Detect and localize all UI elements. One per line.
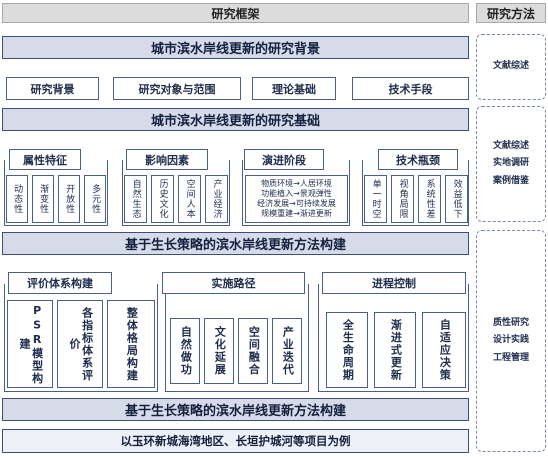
bg-item-3: 理论基础 bbox=[252, 77, 336, 100]
process-child-2-label: 渐进式更新 bbox=[389, 318, 403, 382]
research-background-title: 城市滨水岸线更新的研究背景 bbox=[150, 42, 320, 57]
path-child-3-label: 空间融合 bbox=[247, 326, 261, 376]
research-background-band: 城市滨水岸线更新的研究背景 bbox=[2, 36, 469, 59]
method-2-line-2: 实地调研 bbox=[492, 158, 529, 169]
bottleneck-child-4-label: 效益低下 bbox=[451, 179, 462, 219]
process-child-1-label: 全生命周期 bbox=[341, 318, 355, 382]
method-construction-title-2: 基于生长策略的滨水岸线更新方法构建 bbox=[124, 404, 346, 419]
method-construction-band: 基于生长策略的滨水岸线更新方法构建 bbox=[2, 232, 469, 255]
process-child-2: 渐进式更新 bbox=[374, 312, 416, 388]
attr-child-3-label: 开放性 bbox=[64, 184, 75, 214]
attr-child-1: 动态性 bbox=[6, 175, 28, 223]
method-1-line-1: 文献综述 bbox=[492, 61, 529, 72]
method-2-line-3: 案例借鉴 bbox=[492, 175, 529, 186]
factor-child-2: 历史文化 bbox=[151, 175, 174, 223]
stage-group-label-text: 演进阶段 bbox=[262, 153, 306, 167]
path-child-4-label: 产业迭代 bbox=[281, 326, 295, 376]
bottleneck-child-3-label: 系统性差 bbox=[424, 179, 435, 219]
case-study-band: 以玉环新城海湾地区、长垣护城河等项目为例 bbox=[2, 429, 469, 453]
attr-group-label: 属性特征 bbox=[9, 149, 81, 170]
attr-group-label-text: 属性特征 bbox=[23, 153, 67, 167]
bg-item-3-label: 理论基础 bbox=[272, 82, 316, 96]
attr-child-1-label: 动态性 bbox=[12, 184, 23, 214]
attr-child-2-label: 渐变性 bbox=[38, 184, 49, 214]
stage-group-label: 演进阶段 bbox=[244, 149, 324, 170]
path-group-label: 实施路径 bbox=[162, 272, 305, 294]
attr-child-4: 多元性 bbox=[84, 175, 106, 223]
framework-header: 研究框架 bbox=[2, 3, 469, 23]
bg-item-2-label: 研究对象与范围 bbox=[138, 82, 216, 96]
path-child-2-label: 文化延展 bbox=[213, 326, 227, 376]
factor-group-label-text: 影响因素 bbox=[145, 153, 189, 167]
case-study-title: 以玉环新城海湾地区、长垣护城河等项目为例 bbox=[120, 434, 351, 448]
factor-child-1-label: 自然生态 bbox=[130, 179, 141, 219]
attr-child-3: 开放性 bbox=[58, 175, 80, 223]
process-child-1: 全生命周期 bbox=[326, 312, 368, 388]
bottleneck-child-1: 单一时空 bbox=[364, 175, 387, 223]
attr-child-2: 渐变性 bbox=[32, 175, 54, 223]
bottleneck-group-label-text: 技术瓶颈 bbox=[396, 153, 440, 167]
bg-item-1: 研究背景 bbox=[6, 77, 99, 100]
method-header: 研究方法 bbox=[476, 3, 546, 23]
eval-child-1: PSR模型构建 bbox=[7, 300, 53, 388]
path-child-1: 自然做功 bbox=[170, 318, 200, 384]
stage-item-1: 物质环境→人居环境 bbox=[261, 179, 332, 188]
path-child-3: 空间融合 bbox=[238, 318, 268, 384]
bg-item-2: 研究对象与范围 bbox=[113, 77, 241, 100]
method-3-line-3: 工程管理 bbox=[492, 352, 529, 363]
method-3-line-1: 质性研究 bbox=[492, 318, 529, 329]
eval-child-2: 各指标体系评价 bbox=[57, 300, 103, 388]
eval-group-label: 评价体系构建 bbox=[8, 272, 112, 294]
factor-child-2-label: 历史文化 bbox=[157, 179, 168, 219]
path-group-label-text: 实施路径 bbox=[211, 277, 256, 290]
bottleneck-child-2-label: 视角局限 bbox=[397, 179, 408, 219]
factor-child-1: 自然生态 bbox=[124, 175, 147, 223]
method-3-line-2: 设计实践 bbox=[492, 335, 529, 346]
research-foundation-band: 城市滨水岸线更新的研究基础 bbox=[2, 108, 469, 131]
factor-child-4: 产业经济 bbox=[205, 175, 228, 223]
framework-header-label: 研究框架 bbox=[211, 6, 260, 21]
factor-child-4-label: 产业经济 bbox=[211, 179, 222, 219]
process-child-3-label: 自适应决策 bbox=[438, 318, 452, 382]
process-group-label: 进程控制 bbox=[322, 272, 466, 294]
method-construction-title: 基于生长策略的滨水岸线更新方法构建 bbox=[124, 238, 346, 253]
eval-child-3-label: 整体格局构建 bbox=[125, 306, 139, 382]
research-foundation-title: 城市滨水岸线更新的研究基础 bbox=[150, 114, 320, 129]
factor-child-3: 空间人本 bbox=[178, 175, 201, 223]
method-2-line-1: 文献综述 bbox=[492, 141, 529, 152]
eval-child-2-label: 各指标体系评价 bbox=[68, 306, 94, 382]
bottleneck-group-label: 技术瓶颈 bbox=[378, 149, 458, 170]
bottleneck-child-1-label: 单一时空 bbox=[370, 179, 381, 219]
eval-child-3: 整体格局构建 bbox=[107, 300, 155, 388]
bg-item-1-label: 研究背景 bbox=[30, 82, 75, 96]
bottleneck-child-4: 效益低下 bbox=[445, 175, 468, 223]
bottleneck-child-2: 视角局限 bbox=[391, 175, 414, 223]
stage-item-3: 经济发展→可持续发展 bbox=[257, 199, 336, 208]
bottleneck-child-3: 系统性差 bbox=[418, 175, 441, 223]
bg-item-4: 技术手段 bbox=[352, 77, 469, 100]
factor-group-label: 影响因素 bbox=[126, 149, 208, 170]
stage-item-4: 规模重建→渐进更新 bbox=[261, 209, 332, 218]
bg-item-4-label: 技术手段 bbox=[388, 82, 433, 96]
method-box-3: 质性研究 设计实践 工程管理 bbox=[476, 230, 546, 452]
method-header-label: 研究方法 bbox=[486, 6, 535, 21]
path-child-1-label: 自然做功 bbox=[179, 326, 193, 376]
method-construction-band-2: 基于生长策略的滨水岸线更新方法构建 bbox=[2, 398, 469, 421]
stage-evolution-list: 物质环境→人居环境 功能植入→景观弹性 经济发展→可持续发展 规模重建→渐进更新 bbox=[245, 175, 348, 223]
method-box-1: 文献综述 bbox=[476, 34, 546, 100]
attr-child-4-label: 多元性 bbox=[90, 184, 101, 214]
factor-child-3-label: 空间人本 bbox=[184, 179, 195, 219]
eval-group-label-text: 评价体系构建 bbox=[27, 277, 93, 290]
eval-child-1-label: PSR模型构建 bbox=[18, 303, 44, 385]
process-child-3: 自适应决策 bbox=[422, 312, 466, 388]
path-child-2: 文化延展 bbox=[204, 318, 234, 384]
process-group-label-text: 进程控制 bbox=[372, 277, 416, 290]
method-box-2: 文献综述 实地调研 案例借鉴 bbox=[476, 106, 546, 222]
stage-item-2: 功能植入→景观弹性 bbox=[261, 189, 332, 198]
path-child-4: 产业迭代 bbox=[272, 318, 302, 384]
